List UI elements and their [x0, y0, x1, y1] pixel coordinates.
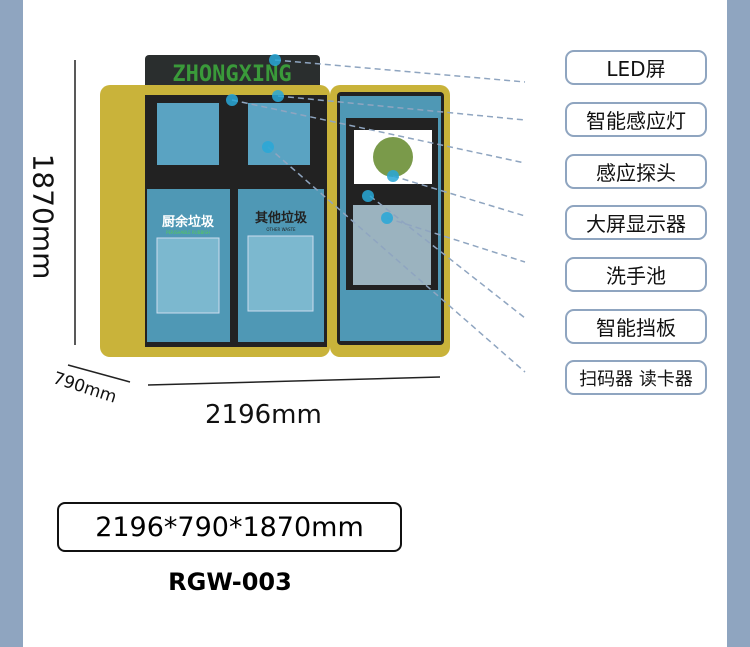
spec-box: 2196*790*1870mm [57, 502, 402, 552]
label-scanner-reader: 扫码器 读卡器 [565, 360, 707, 395]
model-number: RGW-003 [168, 568, 292, 596]
label-led-screen: LED屏 [565, 50, 707, 85]
right-side-bar [727, 0, 750, 647]
svg-text:其他垃圾: 其他垃圾 [255, 210, 308, 226]
label-display: 大屏显示器 [565, 205, 707, 240]
svg-text:OTHER WASTE: OTHER WASTE [266, 227, 296, 232]
svg-text:厨余垃圾: 厨余垃圾 [162, 214, 215, 230]
left-side-bar [0, 0, 23, 647]
label-sensor-light: 智能感应灯 [565, 102, 707, 137]
width-dimension: 2196mm [205, 400, 322, 430]
led-brand-text: ZHONGXING [172, 62, 291, 87]
label-wash-basin: 洗手池 [565, 257, 707, 292]
svg-text:PERISHABLE RUBBISH: PERISHABLE RUBBISH [166, 230, 210, 235]
height-dimension: 1870mm [26, 153, 60, 280]
label-sensor-probe: 感应探头 [565, 154, 707, 189]
label-smart-flap: 智能挡板 [565, 309, 707, 344]
